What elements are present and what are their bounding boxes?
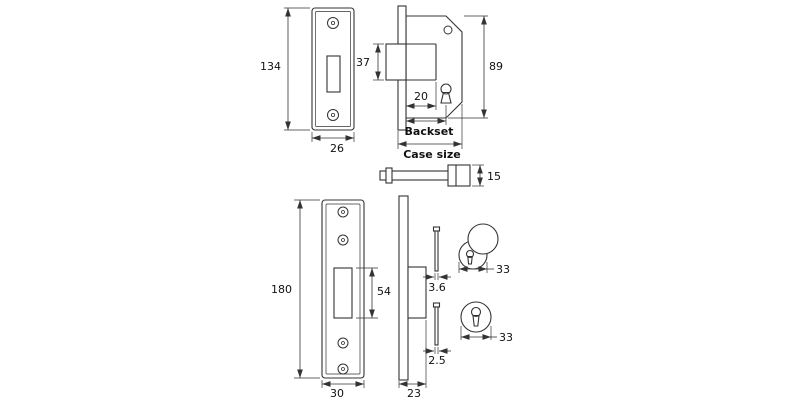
dim-label-15: 15: [487, 170, 501, 183]
screw-hole-center: [341, 210, 345, 214]
thumbturn-knob: [467, 223, 499, 255]
fixing-pin-top: 3.6: [423, 226, 451, 294]
backset-label: Backset: [405, 125, 454, 138]
deadbolt-side: [407, 266, 427, 319]
bolt-cutout: [326, 55, 341, 93]
dim-label-54: 54: [377, 285, 391, 298]
euro-profile-slot: [472, 314, 480, 327]
keyhole-flare: [440, 91, 452, 104]
dim-label-30: 30: [330, 387, 344, 400]
dim-label-2-5: 2.5: [428, 354, 446, 367]
dim-label-3-6: 3.6: [428, 281, 446, 294]
screw-hole-center: [330, 20, 335, 25]
thumbturn-escutcheon: 33: [458, 223, 510, 276]
bottom-forend-front-view: 180 54 30: [271, 199, 391, 400]
dim-label-37: 37: [356, 56, 370, 69]
deadbolt-part-view: 15: [379, 164, 501, 187]
euro-profile-circle: [465, 249, 475, 259]
top-lock-case-side-view: 37 89 20 Backset Case size: [356, 5, 503, 161]
forend-plate: [321, 199, 365, 379]
pin-shaft: [434, 306, 439, 346]
bottom-forend-side-view: 23: [398, 195, 427, 400]
fixing-pin-bottom: 2.5: [423, 302, 451, 367]
case-size-label: Case size: [403, 148, 461, 161]
pin-head: [432, 226, 441, 232]
screw-hole-center: [341, 367, 345, 371]
forend-plate-inner-edge: [315, 11, 351, 127]
dim-label-180: 180: [271, 283, 292, 296]
dim-label-26: 26: [330, 142, 344, 155]
dim-label-33-bottom: 33: [499, 331, 513, 344]
screw-hole-center: [341, 238, 345, 242]
dim-label-89: 89: [489, 60, 503, 73]
dim-label-23: 23: [407, 387, 421, 400]
deadbolt-thrown: [385, 43, 407, 81]
bolt-cutout: [333, 267, 353, 319]
top-forend-front-view: 134 26: [260, 7, 355, 155]
screw-hole-center: [330, 113, 335, 118]
dim-label-20: 20: [414, 90, 428, 103]
euro-profile-circle: [470, 306, 482, 318]
pin-head: [432, 302, 441, 308]
dim-label-134: 134: [260, 60, 281, 73]
bolt-collar: [385, 167, 393, 184]
pin-shaft: [434, 230, 439, 272]
keyhole-circle: [440, 83, 452, 95]
screw-hole-center: [341, 341, 345, 345]
euro-profile-slot: [467, 255, 473, 265]
bolt-head: [447, 164, 471, 187]
keyhole-escutcheon: 33: [460, 301, 513, 344]
forend-plate: [311, 7, 355, 131]
forend-edge: [398, 195, 409, 381]
dim-label-33-top: 33: [496, 263, 510, 276]
case-fixing-hole: [443, 25, 453, 35]
